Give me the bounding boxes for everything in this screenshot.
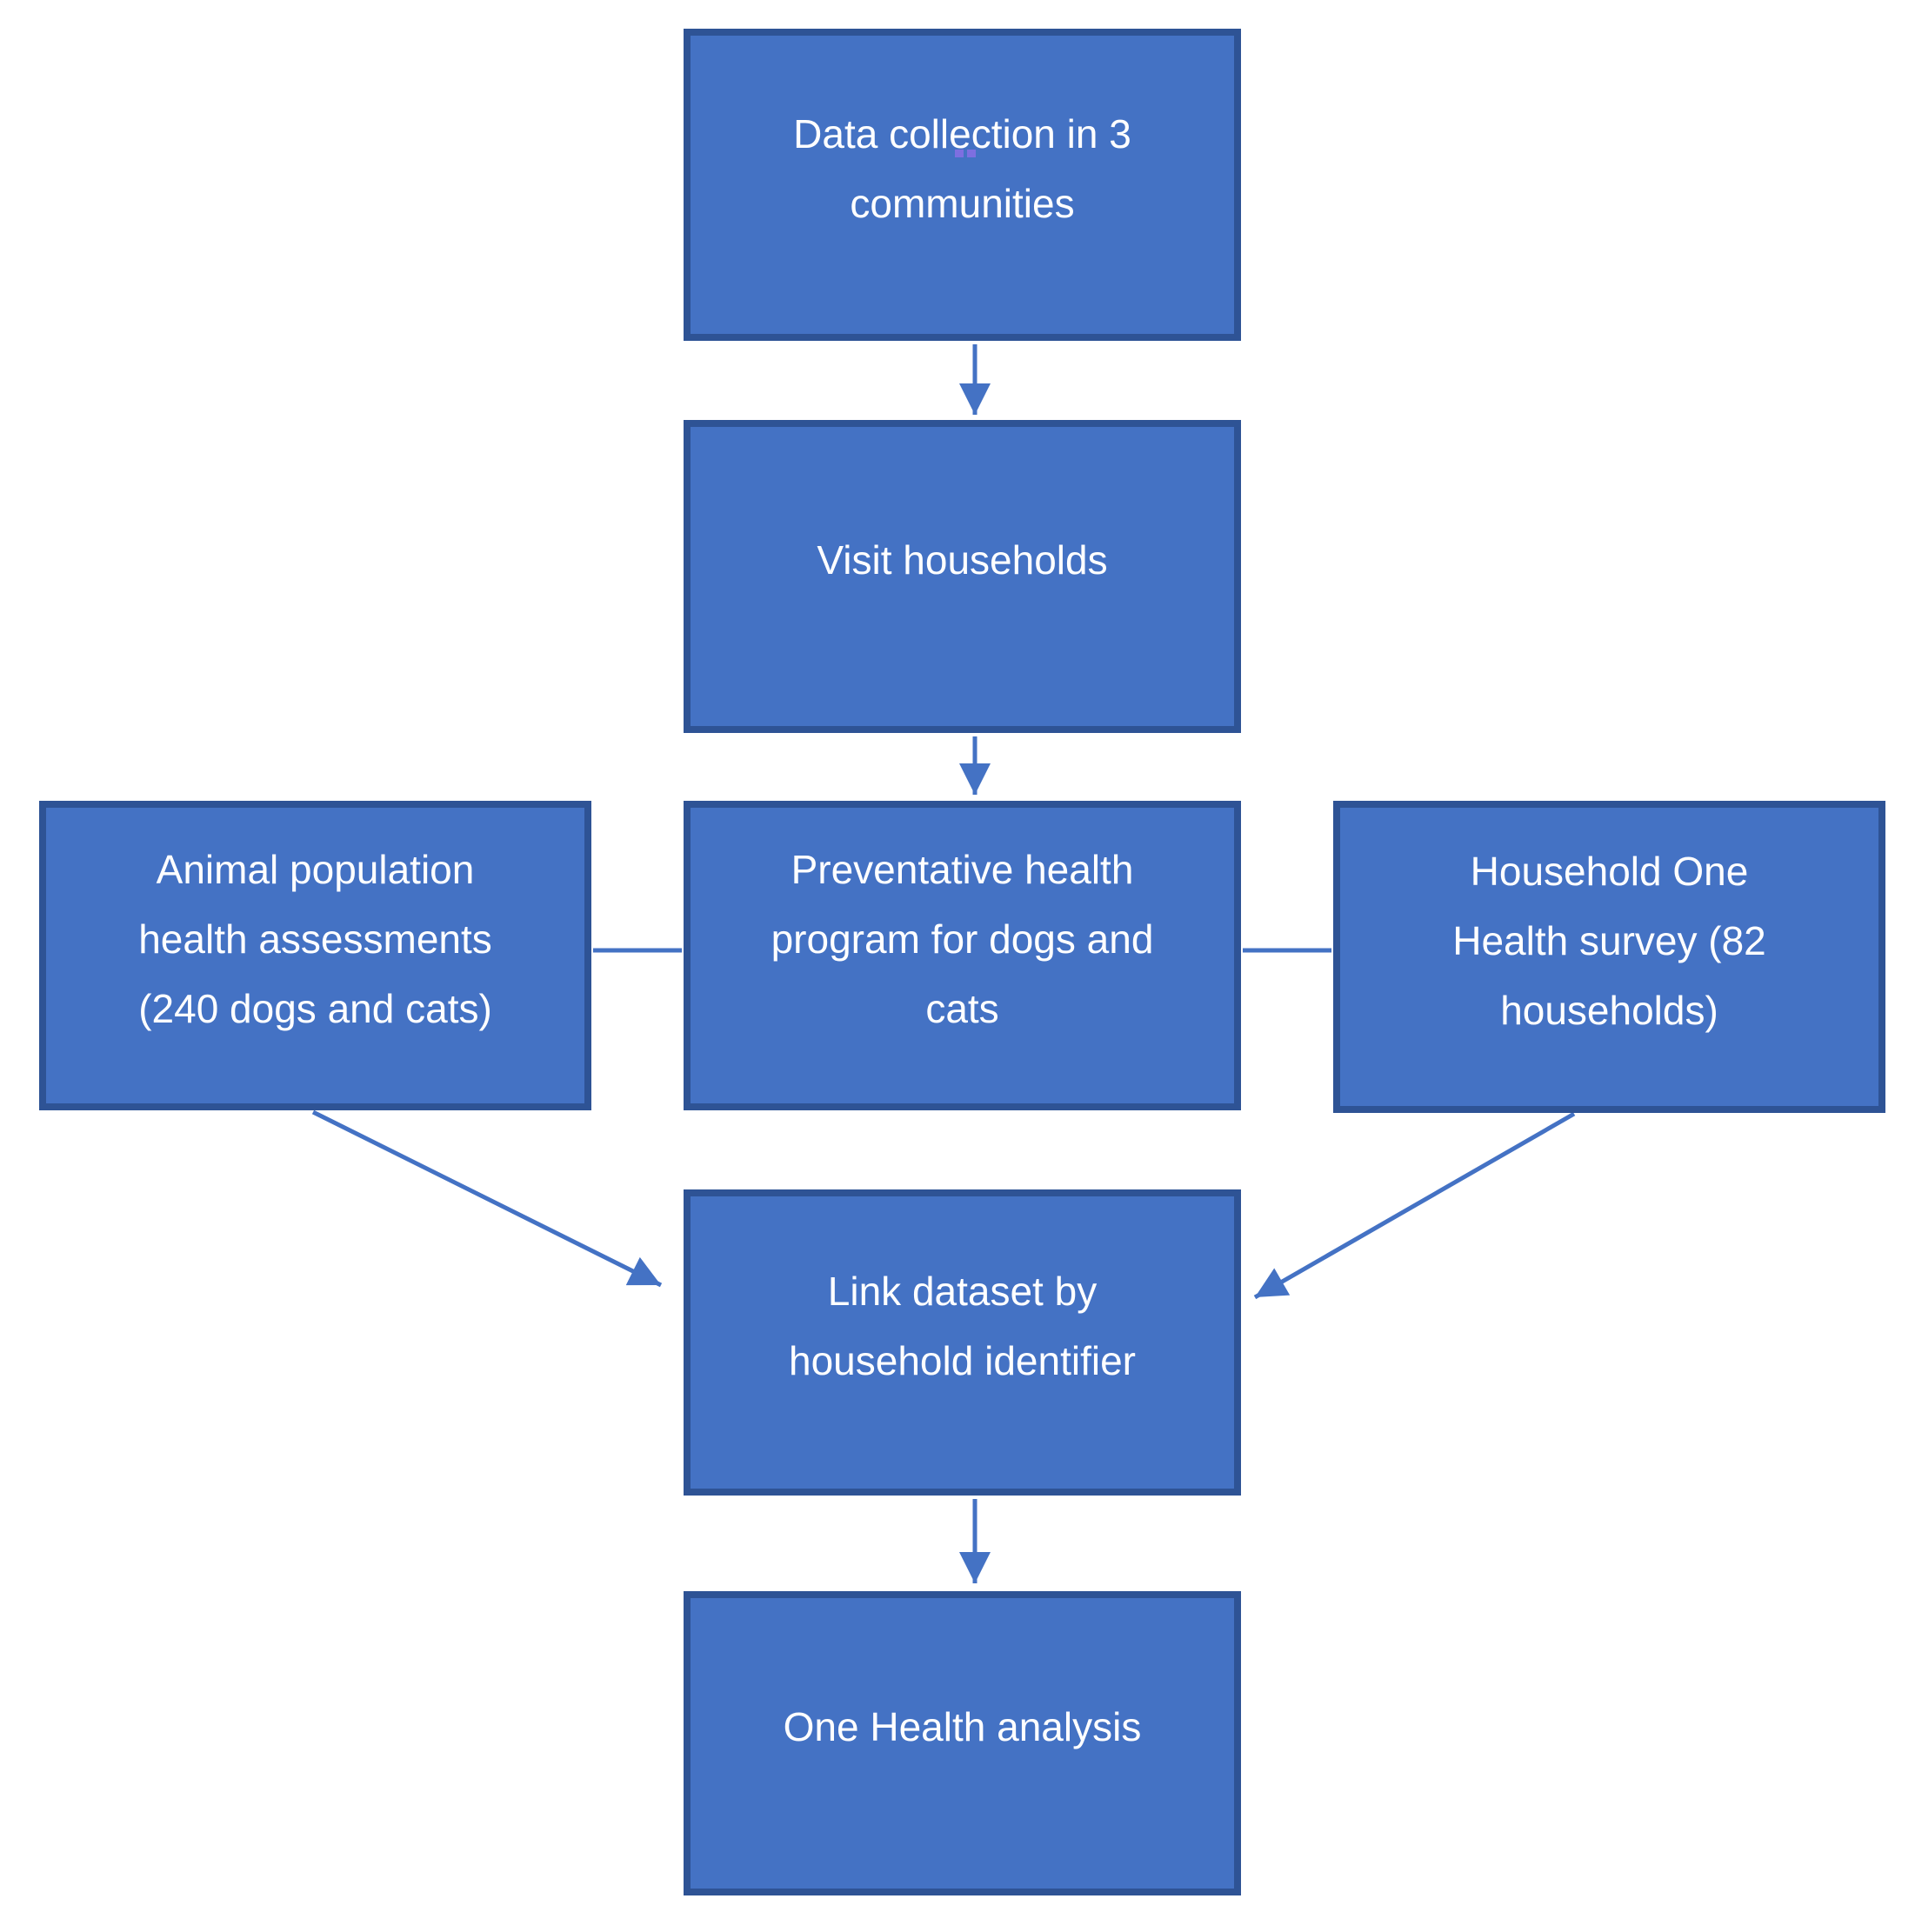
node-household-one-health-survey: Household One Health survey (82 househol… (1333, 801, 1885, 1113)
node-label: Link dataset by household identifier (789, 1269, 1136, 1383)
node-label: Animal population health assessments (24… (138, 847, 492, 1031)
node-one-health-analysis: One Health analysis (684, 1591, 1241, 1895)
arrow-animal-to-link-dataset (311, 1109, 663, 1288)
arrow-survey-to-link-dataset (1253, 1111, 1576, 1300)
node-label: Visit households (817, 537, 1108, 583)
node-link-dataset: Link dataset by household identifier (684, 1189, 1241, 1496)
node-label: Data collection in 3 communities (793, 110, 1131, 226)
spellcheck-dash (955, 150, 964, 157)
spellcheck-underline-marks (955, 150, 976, 157)
node-label: Household One Health survey (82 househol… (1452, 848, 1766, 1033)
node-label: One Health analysis (783, 1704, 1142, 1749)
node-preventative-health-program: Preventative health program for dogs and… (684, 801, 1241, 1110)
node-animal-population-assessments: Animal population health assessments (24… (39, 801, 591, 1110)
node-visit-households: Visit households (684, 420, 1241, 733)
spellcheck-dash (967, 150, 976, 157)
node-data-collection: Data collection in 3 communities (684, 29, 1241, 341)
node-label: Preventative health program for dogs and… (771, 847, 1154, 1031)
